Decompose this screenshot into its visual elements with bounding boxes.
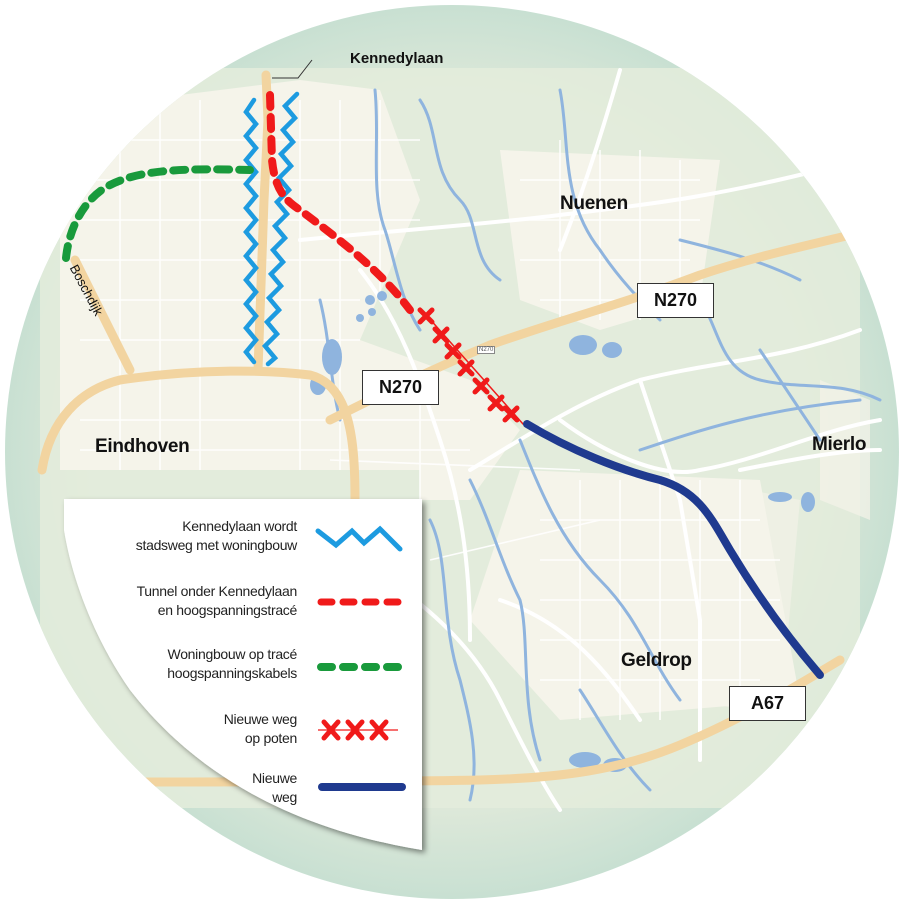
- kennedylaan-callout: Kennedylaan: [350, 50, 444, 67]
- legend-item-red-dashed: Tunnel onder Kennedylaan en hoogspanning…: [64, 582, 422, 632]
- red-crosses-route: [417, 307, 524, 425]
- navy-solid-icon: [318, 783, 406, 791]
- legend-label-line2: en hoogspanningstracé: [157, 602, 298, 618]
- legend-label: Kennedylaan wordt stadsweg met woningbou…: [135, 517, 298, 555]
- blue-zigzag-lines: [243, 91, 300, 367]
- red-dashed-icon: [317, 598, 406, 606]
- place-label-eindhoven: Eindhoven: [95, 436, 190, 457]
- callout-line: [272, 59, 313, 79]
- legend-label-line1: Tunnel onder Kennedylaan: [136, 583, 298, 599]
- waterways: [318, 88, 882, 802]
- legend-label-line2: weg: [272, 789, 297, 805]
- legend-item-blue-zigzag: Kennedylaan wordt stadsweg met woningbou…: [64, 517, 422, 567]
- legend-label-line2: hoogspanningskabels: [167, 665, 297, 681]
- green-dashed-route: [62, 165, 254, 262]
- place-label-mierlo: Mierlo: [812, 434, 867, 455]
- legend-label-line1: Woningbouw op tracé: [167, 646, 298, 662]
- legend-label-line2: stadsweg met woningbouw: [135, 537, 298, 553]
- legend-item-green-dashed: Woningbouw op tracé hoogspanningskabels: [64, 645, 422, 695]
- blue-zigzag-icon: [315, 525, 403, 552]
- legend-item-red-crosses: Nieuwe weg op poten: [64, 710, 422, 760]
- legend-item-navy-solid: Nieuwe weg: [64, 769, 422, 819]
- road-shield-a67: A67: [729, 686, 806, 721]
- green-dashed-icon: [317, 663, 406, 671]
- legend-label: Nieuwe weg op poten: [223, 710, 298, 748]
- legend-label: Tunnel onder Kennedylaan en hoogspanning…: [136, 582, 298, 620]
- navy-new-road: [523, 420, 824, 679]
- legend-label: Nieuwe weg: [252, 769, 297, 807]
- red-crosses-icon: [318, 719, 398, 741]
- road-shield-n270-east: N270: [637, 283, 714, 318]
- legend-label: Woningbouw op tracé hoogspanningskabels: [167, 645, 297, 683]
- road-shield-n270-center: N270: [362, 370, 439, 405]
- legend-label-line1: Nieuwe: [252, 770, 297, 786]
- place-label-geldrop: Geldrop: [621, 650, 692, 671]
- legend-label-line1: Nieuwe weg: [223, 711, 298, 727]
- place-label-nuenen: Nuenen: [560, 193, 628, 214]
- legend-label-line2: op poten: [244, 730, 297, 746]
- legend-panel-bg: [64, 499, 422, 850]
- legend-label-line1: Kennedylaan wordt: [182, 518, 297, 534]
- legend: Kennedylaan wordt stadsweg met woningbou…: [64, 499, 422, 849]
- red-dashed-route: [266, 91, 414, 314]
- road-shield-n270-small: N270: [477, 346, 496, 354]
